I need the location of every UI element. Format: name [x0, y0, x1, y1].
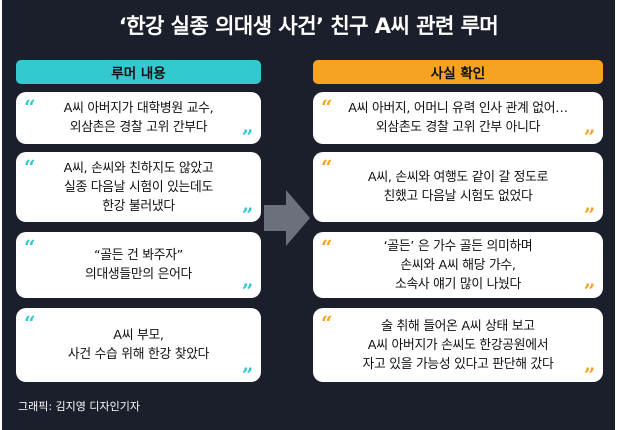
rumor-line: 한강 불러냈다	[102, 198, 175, 214]
fact-line: 외삼촌도 경찰 고위 간부 아니다	[375, 120, 541, 135]
fact-card: “ 술 취해 들어온 A씨 상태 보고 A씨 아버지가 손씨도 한강공원에서 자…	[313, 308, 603, 387]
close-quote-icon: ”	[583, 203, 596, 227]
close-quote-icon: ”	[583, 125, 596, 149]
fact-card: “ A씨, 손씨와 여행도 같이 갈 정도로 친했고 다음날 시험도 없었다 ”	[313, 152, 603, 227]
rumor-header: 루머 내용	[16, 60, 261, 84]
fact-line: 자고 있을 가능성 있다고 판단해 갔다	[362, 356, 554, 372]
close-quote-icon: ”	[583, 363, 596, 387]
rumor-line: A씨, 손씨와 친하지도 않았고	[63, 160, 214, 176]
open-quote-icon: “	[321, 235, 333, 259]
rumor-card: “ A씨 아버지가 대학병원 교수, 외삼촌은 경찰 고위 간부다 ”	[16, 92, 261, 149]
open-quote-icon: “	[321, 311, 333, 335]
page-title: ‘한강 실종 의대생 사건’ 친구 A씨 관련 루머	[118, 14, 499, 38]
rumor-line: 의대생들만의 은어다	[84, 267, 193, 282]
rumor-card: “ A씨 부모, 사건 수습 위해 한강 찾았다 ”	[16, 308, 261, 387]
close-quote-icon: ”	[241, 279, 254, 303]
rumor-line: 사건 수습 위해 한강 찾았다	[67, 347, 210, 362]
fact-line: 손씨와 A씨 해당 가수,	[400, 257, 516, 273]
rumor-line: A씨 부모,	[113, 328, 164, 343]
rumor-line: “골든 건 봐주자”	[93, 248, 184, 263]
open-quote-icon: “	[321, 95, 333, 119]
open-quote-icon: “	[24, 155, 36, 179]
open-quote-icon: “	[24, 95, 36, 119]
fact-line: 소속사 얘기 많이 나눴다	[394, 276, 522, 292]
rumor-line: A씨 아버지가 대학병원 교수,	[63, 101, 214, 116]
close-quote-icon: ”	[583, 279, 596, 303]
rumor-line: 실종 다음날 시험이 있는데도	[64, 179, 213, 195]
close-quote-icon: ”	[241, 363, 254, 387]
fact-line: A씨 아버지, 어머니 유력 인사 관계 없어…	[348, 101, 568, 116]
right-arrow-icon	[264, 190, 310, 246]
open-quote-icon: “	[24, 311, 36, 335]
fact-card: “ ‘골든’ 은 가수 골든 의미하며 손씨와 A씨 해당 가수, 소속사 얘기…	[313, 232, 603, 303]
open-quote-icon: “	[24, 235, 36, 259]
graphic-credit: 그래픽: 김지영 디자인기자	[18, 400, 141, 413]
fact-line: 술 취해 들어온 A씨 상태 보고	[381, 318, 535, 334]
rumor-card: “ “골든 건 봐주자” 의대생들만의 은어다 ”	[16, 232, 261, 303]
fact-header: 사실 확인	[313, 60, 603, 84]
rumor-card: “ A씨, 손씨와 친하지도 않았고 실종 다음날 시험이 있는데도 한강 불러…	[16, 152, 261, 227]
fact-line: A씨, 손씨와 여행도 같이 갈 정도로	[367, 170, 549, 185]
fact-line: ‘골든’ 은 가수 골든 의미하며	[383, 238, 533, 254]
close-quote-icon: ”	[241, 125, 254, 149]
fact-line: 친했고 다음날 시험도 없었다	[383, 189, 533, 204]
close-quote-icon: ”	[241, 203, 254, 227]
rumor-line: 외삼촌은 경찰 고위 간부다	[69, 120, 208, 135]
fact-card: “ A씨 아버지, 어머니 유력 인사 관계 없어… 외삼촌도 경찰 고위 간부…	[313, 92, 603, 149]
fact-line: A씨 아버지가 손씨도 한강공원에서	[367, 337, 549, 353]
open-quote-icon: “	[321, 155, 333, 179]
